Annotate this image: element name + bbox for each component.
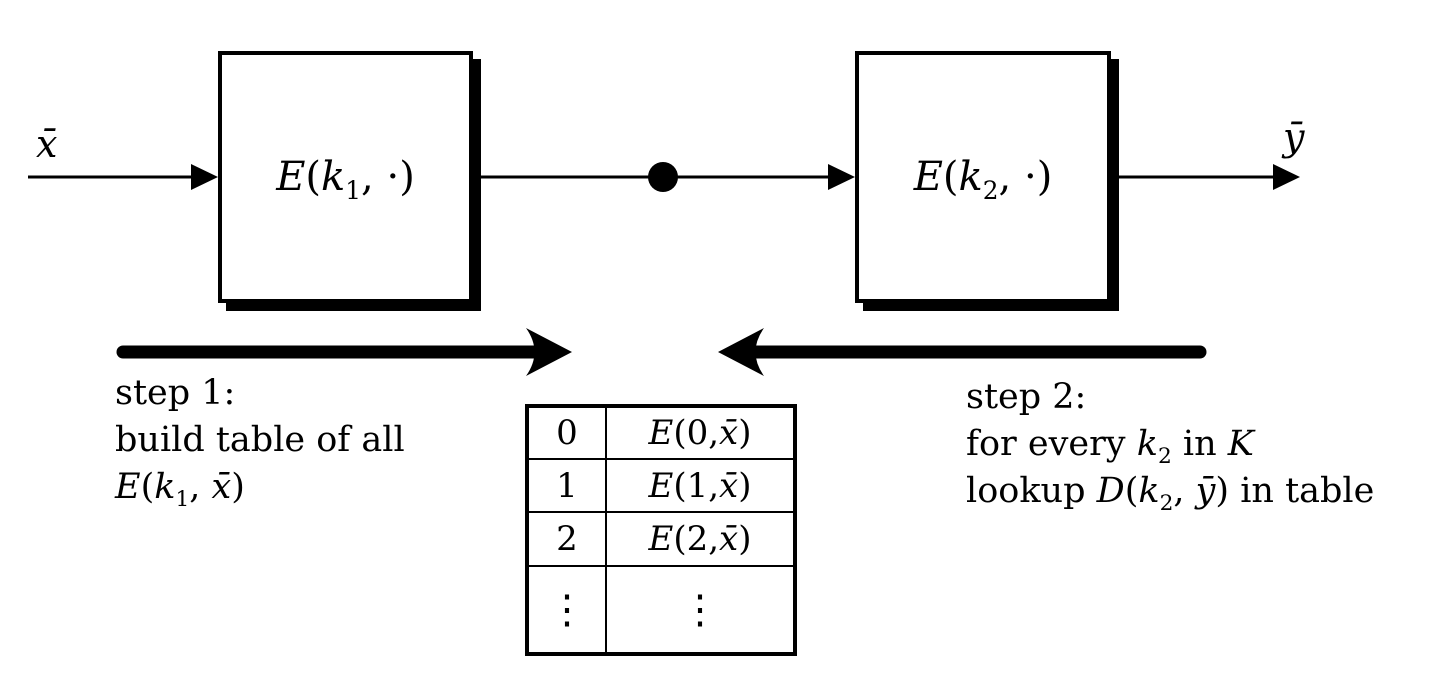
step1-math-sub: 1 (175, 487, 190, 512)
box2-label-paren: ( (942, 154, 959, 200)
step2-line3-D: D (1096, 471, 1125, 511)
box2-label-E: E (913, 154, 943, 200)
input-arrowhead-icon (191, 164, 218, 190)
step1-math-comma: , (189, 467, 212, 507)
table-row: 2 E(2, x̄) (529, 513, 793, 567)
middle-arrowhead-icon (828, 164, 855, 190)
cell-math-E: E (648, 519, 674, 559)
step2-line2-k: k (1136, 424, 1158, 464)
cell-math-xbar: x̄ (719, 465, 739, 506)
cell-math-close: ) (738, 465, 752, 506)
cell-math-E: E (648, 465, 674, 506)
encryption-box-2: E(k2, ·) (855, 51, 1111, 303)
table-row: 1 E(1, x̄) (529, 460, 793, 513)
step2-line2-sub: 2 (1157, 444, 1172, 469)
step1-math-k: k (154, 467, 176, 507)
step2-line2: for every k2 in K (966, 421, 1374, 468)
table-cell-key: 0 (529, 408, 607, 458)
key-lookup-table: 0 E(0, x̄) 1 E(1, x̄) 2 E(2, x̄) ⋮ ⋮ (525, 404, 797, 656)
step2-line3-k: k (1138, 471, 1160, 511)
table-row-ellipsis: ⋮ ⋮ (529, 567, 793, 652)
table-cell-value: E(1, x̄) (607, 460, 793, 511)
step2-line2-keyspace: K (1227, 424, 1254, 464)
cell-math-xbar: x̄ (719, 519, 739, 559)
box1-label-k: k (321, 154, 346, 200)
step2-line3-comma: , (1173, 471, 1196, 511)
step2-line3-pre: lookup (966, 471, 1097, 511)
box2-label-sub: 2 (982, 176, 999, 205)
cell-math-xbar: x̄ (719, 413, 739, 453)
junction-dot-icon (648, 162, 678, 192)
box2-label-k: k (958, 154, 983, 200)
step1-math-E: E (115, 467, 141, 507)
encryption-box-1: E(k1, ·) (218, 51, 473, 303)
cell-math-close: ) (738, 413, 752, 453)
step2-line2-mid: in (1171, 424, 1228, 464)
step2-annotation: step 2: for every k2 in K lookup D(k2, ȳ… (966, 374, 1374, 515)
box1-label-sub: 1 (345, 176, 362, 205)
cell-math-close: ) (738, 519, 752, 559)
output-arrowhead-icon (1273, 164, 1300, 190)
table-cell-key-vdots: ⋮ (529, 567, 607, 652)
step2-line3-sub: 2 (1159, 491, 1174, 516)
box1-label-E: E (276, 154, 306, 200)
cell-math-open: (1, (673, 465, 720, 506)
step1-annotation: step 1: build table of all E(k1, x̄) (115, 370, 405, 511)
step2-line3-close: ) (1215, 471, 1230, 511)
step2-line3-post: in table (1229, 471, 1375, 511)
table-cell-value-vdots: ⋮ (680, 586, 720, 633)
box2-label-close: , ·) (998, 154, 1053, 200)
step2-line3-open: ( (1124, 471, 1139, 511)
cell-math-open: (2, (673, 519, 720, 559)
step1-line2: build table of all (115, 420, 405, 460)
box1-label: E(k1, ·) (276, 154, 415, 203)
box2-label: E(k2, ·) (913, 154, 1053, 203)
cell-math-E: E (648, 413, 674, 453)
step1-math-open: ( (140, 467, 155, 507)
table-cell-key: 1 (529, 460, 607, 511)
cell-math-open: (0, (673, 413, 720, 453)
step1-line3: E(k1, x̄) (115, 464, 405, 511)
table-cell-value: E(2, x̄) (607, 513, 793, 565)
table-row: 0 E(0, x̄) (529, 408, 793, 460)
box1-label-paren: ( (305, 154, 322, 200)
step2-line3-ybar: ȳ (1195, 471, 1216, 511)
box1-label-close: , ·) (361, 154, 415, 200)
step2-line1: step 2: (966, 377, 1087, 417)
table-cell-key: 2 (529, 513, 607, 565)
step1-arrowhead-icon (526, 328, 572, 376)
step1-math-close: ) (231, 467, 245, 507)
step2-arrowhead-icon (718, 328, 764, 376)
step1-line1: step 1: (115, 373, 236, 413)
output-label-ybar: ȳ (1283, 115, 1305, 159)
step1-math-xbar: x̄ (211, 467, 232, 507)
step2-line3: lookup D(k2, ȳ) in table (966, 468, 1374, 515)
table-cell-value: E(0, x̄) (607, 408, 793, 458)
step2-line2-pre: for every (966, 424, 1137, 464)
input-label-xbar: x̄ (36, 122, 58, 166)
